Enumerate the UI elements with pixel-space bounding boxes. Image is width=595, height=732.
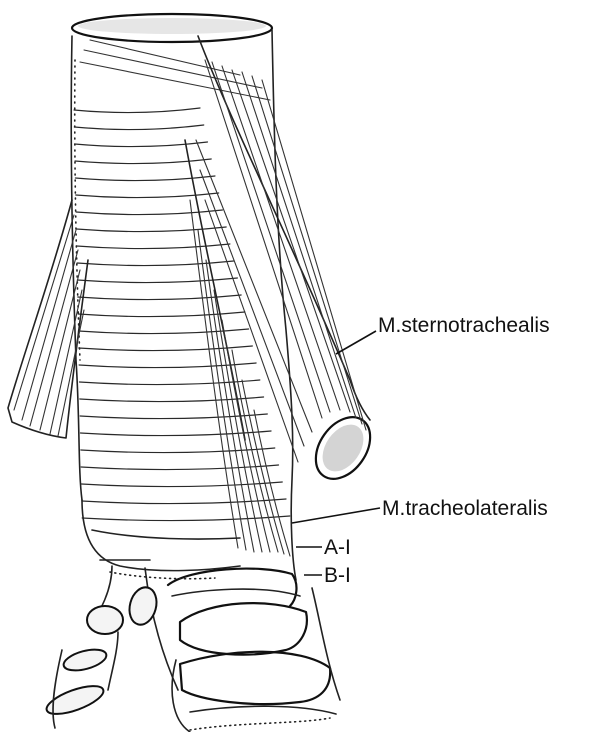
label-a1: A-I [324,536,351,559]
tracheal-ring [81,482,282,487]
trachea-opening-texture [78,18,266,34]
tracheal-ring [82,499,286,504]
tracheal-ring [76,227,226,232]
ring-A-I [168,569,296,606]
trachea-right-edge [272,30,296,580]
label-b1: B-I [324,564,351,587]
tracheal-ring [76,193,219,198]
upper-tube-fibers [80,40,270,100]
tracheal-ring [82,516,290,521]
left-ring-fragment [87,606,123,634]
label-tracheolateralis: M.tracheolateralis [382,497,548,520]
tracheal-ring [76,210,222,215]
tracheal-ring [75,142,208,147]
lower-bronchi [43,500,340,732]
leader-sternotrachealis [336,331,376,354]
tracheal-ring [81,448,275,453]
tracheal-ring [74,108,200,113]
leader-tracheolateralis [292,508,380,523]
ring-B-I [180,603,307,654]
tracheal-ring [75,159,211,164]
tracheal-ring [74,125,203,130]
tracheal-ring [81,465,278,470]
tracheal-ring [75,176,215,181]
trachea-left-shading [75,60,80,360]
label-sternotrachealis: M.sternotrachealis [378,314,550,337]
